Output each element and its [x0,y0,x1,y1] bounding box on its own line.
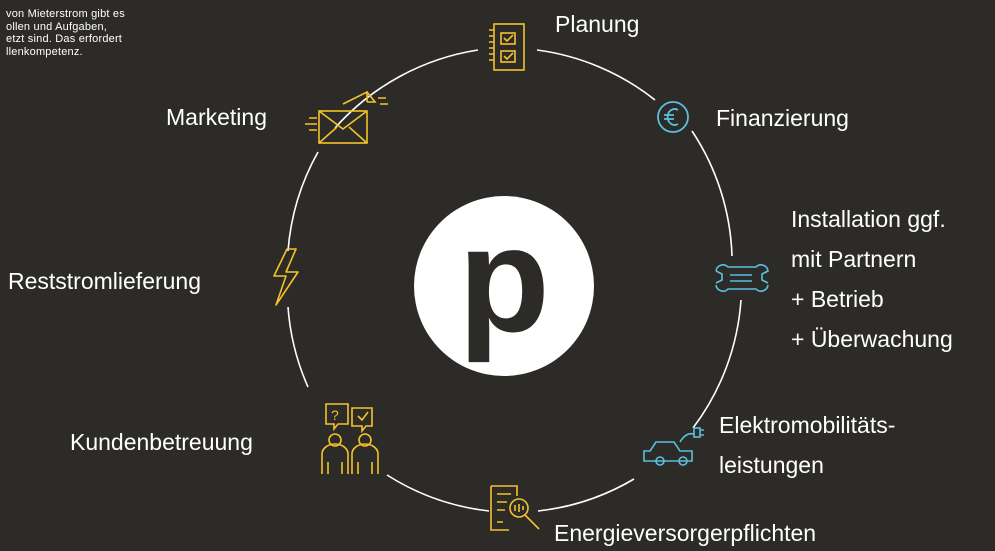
svg-text:?: ? [331,407,339,423]
label-elektromobilitaet: Elektromobilitäts- leistungen [719,405,895,485]
label-finanzierung: Finanzierung [716,98,849,138]
label-line: leistungen [719,452,824,478]
intro-line: llenkompetenz. [6,45,83,58]
ring-arc [691,130,733,257]
label-line: Planung [555,11,640,37]
label-line: Energieversorgerpflichten [554,520,817,546]
label-energieversorger: Energieversorgerpflichten [554,513,816,551]
label-line: mit Partnern [791,246,917,272]
mail-icon [305,90,388,144]
ring-arc [386,474,490,512]
intro-line: ollen und Aufgaben, [6,20,108,33]
lightning-icon [273,248,299,306]
label-line: Elektromobilitäts- [719,412,896,438]
intro-line: von Mieterstrom gibt es [6,8,125,20]
electric-car-icon [643,427,704,466]
logo-letter: p [458,195,550,363]
ring-arc [537,478,635,512]
ring-arc [334,49,479,129]
ring-arc [287,306,309,388]
label-reststrom: Reststromlieferung [8,261,201,301]
ring-arc [692,299,742,429]
center-logo: p [414,196,594,376]
euro-icon [657,101,689,133]
label-installation: Installation ggf. mit Partnern + Betrieb… [791,199,953,359]
label-line: Installation ggf. [791,206,946,232]
customer-support-icon: ? [321,403,379,474]
label-planung: Planung [555,4,639,44]
ring-arc [536,49,656,101]
label-line: Marketing [166,104,267,130]
label-kundenbetreuung: Kundenbetreuung [70,422,253,462]
label-line: Kundenbetreuung [70,429,253,455]
label-line: Finanzierung [716,105,849,131]
wrench-icon [715,264,769,292]
document-search-icon [490,485,540,531]
label-line: + Überwachung [791,326,953,352]
label-line: Reststromlieferung [8,268,202,294]
label-line: + Betrieb [791,286,884,312]
intro-line: etzt sind. Das erfordert [6,33,123,45]
intro-text: von Mieterstrom gibt es ollen und Aufgab… [6,8,186,58]
ring-arc [287,151,319,252]
checklist-icon [489,23,525,71]
label-marketing: Marketing [166,97,267,137]
